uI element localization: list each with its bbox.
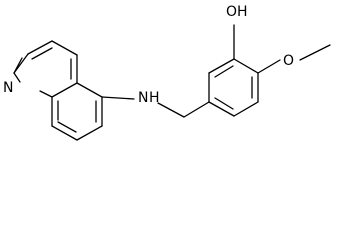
bond: [101, 96, 135, 100]
methoxy-oxygen-label: O: [283, 53, 294, 69]
quinoline-benzo-ring: [51, 82, 103, 141]
bond: [76, 125, 103, 141]
double-bond-inner: [57, 121, 77, 133]
phenol-ring: [208, 58, 259, 117]
structure-canvas: OH N N H O: [3, 4, 331, 141]
bond: [233, 101, 259, 117]
bond: [208, 101, 235, 117]
bond: [233, 58, 259, 74]
bond: [208, 58, 235, 74]
bond: [183, 101, 210, 118]
ring-nitrogen-label: N: [3, 80, 13, 96]
bond: [157, 102, 185, 118]
amine-linker: [101, 96, 210, 118]
bond: [39, 90, 53, 98]
double-bond-inner: [31, 47, 53, 60]
double-bond-inner: [214, 65, 234, 78]
methyl-bond: [299, 44, 331, 61]
amine-nitrogen-label: N: [138, 90, 148, 106]
bond: [76, 82, 103, 98]
amine-hydrogen-label: H: [149, 90, 160, 106]
methoxy-bond: [257, 59, 281, 74]
chemical-structure: OH N N H O: [3, 4, 331, 141]
quinoline-pyridine-ring: [13, 40, 78, 98]
bond: [51, 82, 78, 98]
bond: [51, 40, 78, 56]
bond: [13, 53, 29, 74]
hydroxyl-label: OH: [226, 4, 248, 20]
bond: [51, 125, 78, 141]
double-bond-inner: [214, 97, 234, 110]
bond: [27, 40, 53, 55]
bond: [13, 72, 21, 83]
